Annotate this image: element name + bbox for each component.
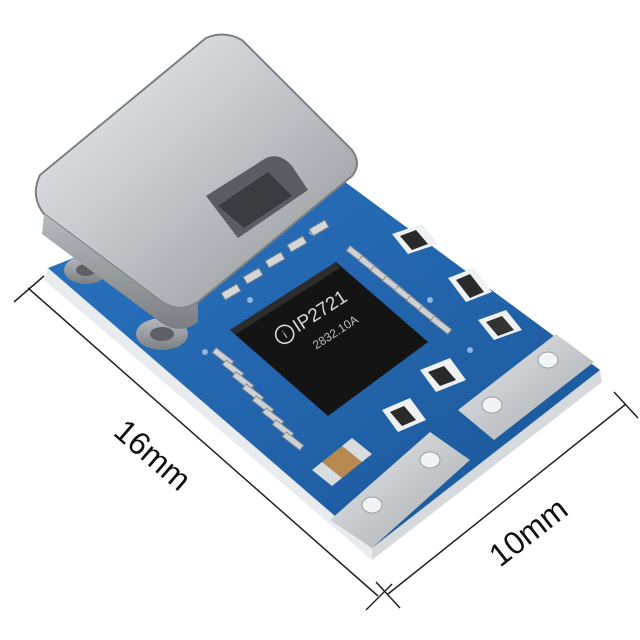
dimension-length xyxy=(13,275,393,611)
dimension-length-tick-start xyxy=(13,275,45,303)
dimension-width-tick-end xyxy=(613,391,639,419)
solder-pad-right xyxy=(458,334,594,440)
pcb-edge-right xyxy=(372,370,602,560)
chip-brand-mark: i xyxy=(281,329,290,340)
pcb-edge xyxy=(44,268,372,560)
dimension-length-tick-end xyxy=(365,583,393,611)
dimension-width xyxy=(375,391,639,609)
chip-logo-icon xyxy=(274,324,295,345)
ic-pins-right xyxy=(345,245,453,335)
connector-pins xyxy=(220,219,330,301)
ic-pins-left xyxy=(211,347,305,451)
ic-chip xyxy=(230,262,428,416)
capacitor xyxy=(312,438,372,486)
usb-c-connector xyxy=(34,33,358,329)
dimension-width-line xyxy=(387,403,627,595)
smd-components xyxy=(382,224,522,432)
dimension-width-label: 10mm xyxy=(482,490,574,573)
dimension-width-tick-start xyxy=(375,581,401,609)
solder-pad-left xyxy=(330,432,470,548)
dimension-length-line xyxy=(27,287,379,597)
